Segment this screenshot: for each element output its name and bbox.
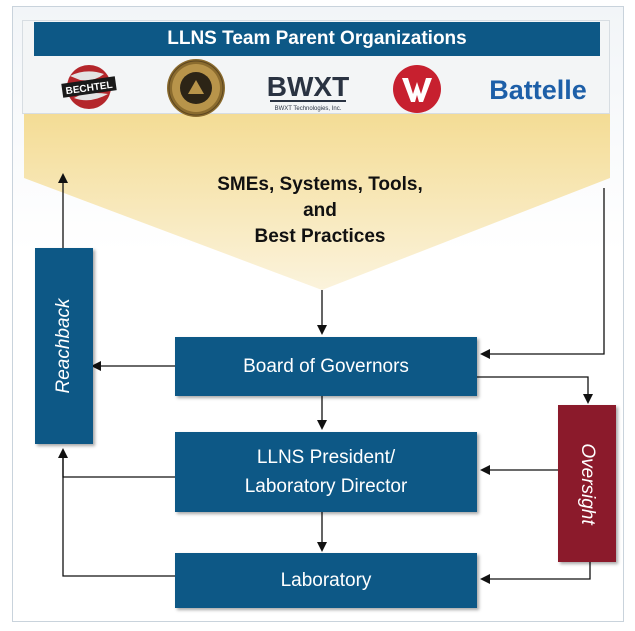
board-of-governors-box: Board of Governors xyxy=(175,337,477,396)
bwxt-logo: BWXT BWXT Technologies, Inc. xyxy=(266,66,350,114)
laboratory-box: Laboratory xyxy=(175,553,477,608)
parent-organizations-title: LLNS Team Parent Organizations xyxy=(34,22,600,56)
reachback-label: Reachback xyxy=(53,298,74,394)
president-label-line-1: LLNS President/ xyxy=(256,447,396,468)
callout-text: SMEs, Systems, Tools, and Best Practices xyxy=(170,172,470,250)
oversight-label: Oversight xyxy=(577,442,598,525)
callout-line-2: and xyxy=(303,200,337,221)
bwxt-logo-subtext: BWXT Technologies, Inc. xyxy=(275,106,342,112)
president-label-line-2: Laboratory Director xyxy=(244,476,408,497)
university-of-california-seal-icon xyxy=(166,58,226,118)
president-box: LLNS President/ Laboratory Director xyxy=(175,432,477,512)
callout-line-1: SMEs, Systems, Tools, xyxy=(217,174,423,195)
reachback-box: Reachback xyxy=(35,248,93,444)
laboratory-label: Laboratory xyxy=(280,570,372,591)
callout-line-3: Best Practices xyxy=(254,226,386,247)
bechtel-logo: BECHTEL xyxy=(56,64,122,110)
oversight-box: Oversight xyxy=(558,405,616,562)
washington-logo xyxy=(392,64,442,114)
battelle-logo: Battelle xyxy=(478,72,598,108)
battelle-logo-text: Battelle xyxy=(489,75,587,105)
bwxt-logo-text: BWXT xyxy=(267,71,349,102)
board-of-governors-label: Board of Governors xyxy=(243,356,409,377)
